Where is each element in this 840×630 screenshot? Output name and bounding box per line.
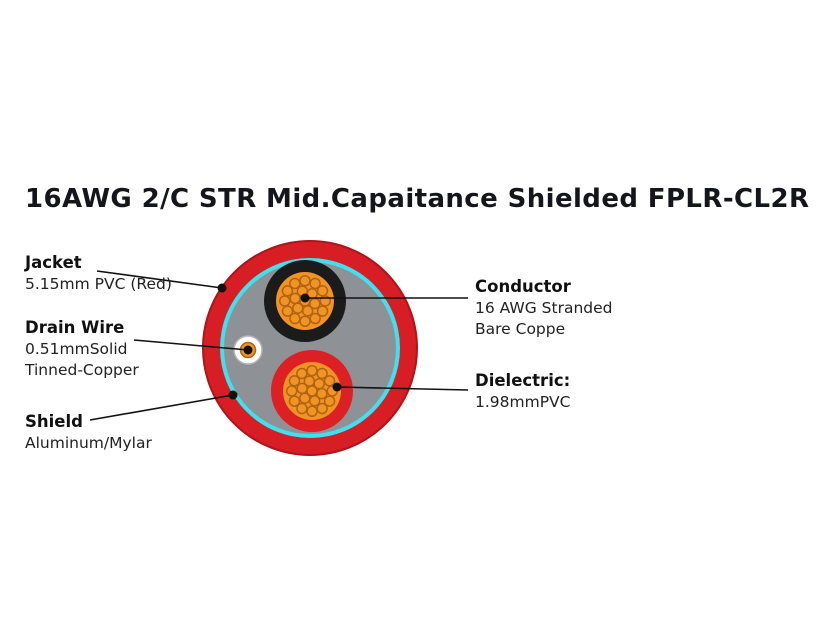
drain-wire-leader-line: [133, 339, 249, 351]
copper-strand: [316, 285, 329, 297]
copper-strand: [301, 305, 314, 317]
jacket-leader-line: [96, 270, 223, 289]
dielectric-label-heading: Dielectric:: [475, 371, 571, 390]
jacket-label-heading: Jacket: [25, 253, 82, 272]
copper-strand: [289, 292, 301, 305]
copper-strand: [323, 395, 336, 407]
copper-strand: [279, 295, 291, 307]
copper-strand: [281, 305, 294, 317]
copper-strand: [288, 395, 301, 407]
copper-strand: [309, 312, 321, 325]
copper-strand: [288, 375, 301, 387]
copper-strand: [313, 378, 325, 390]
copper-strand: [303, 375, 316, 387]
drain-wire-label: Drain Wire 0.51mmSolid Tinned-Copper: [25, 318, 139, 381]
copper-strand: [306, 405, 318, 417]
copper-strand: [306, 365, 318, 377]
conductor-label-detail: Bare Coppe: [475, 320, 566, 338]
conductor-label: Conductor 16 AWG Stranded Bare Coppe: [475, 277, 613, 340]
drain-wire-label-detail: 0.51mmSolid: [25, 339, 128, 358]
copper-strand: [299, 275, 311, 287]
page-title: 16AWG 2/C STR Mid.Capaitance Shielded FP…: [25, 184, 810, 214]
conductor-bottom-strands: [286, 365, 338, 417]
shield-leader-dot: [228, 390, 238, 400]
copper-strand: [316, 367, 328, 380]
copper-strand: [299, 315, 311, 327]
dielectric-leader-dot: [332, 382, 342, 392]
drain-wire-leader-dot: [243, 345, 253, 355]
copper-strand: [296, 382, 308, 395]
copper-strand: [286, 385, 298, 397]
copper-strand: [289, 277, 301, 290]
copper-strand: [308, 395, 321, 407]
jacket-label-detail: 5.15mm PVC (Red): [25, 274, 172, 293]
copper-strand: [309, 277, 321, 290]
copper-strand: [323, 375, 336, 387]
copper-strand: [316, 402, 328, 415]
conductor-label-heading: Conductor: [475, 277, 571, 296]
shield-leader-line: [89, 394, 234, 421]
shield-label-detail: Aluminum/Mylar: [25, 433, 152, 452]
copper-strand: [281, 285, 294, 297]
conductor-leader-dot: [300, 293, 310, 303]
dielectric-label-detail: 1.98mmPVC: [475, 392, 571, 411]
copper-strand: [289, 312, 301, 325]
dielectric-leader-line: [336, 386, 469, 391]
drain-wire-label-heading: Drain Wire: [25, 318, 125, 337]
copper-strand: [296, 367, 308, 380]
drain-wire-label-detail: Tinned-Copper: [25, 361, 139, 379]
jacket-label: Jacket 5.15mm PVC (Red): [25, 253, 172, 295]
jacket-leader-dot: [217, 283, 227, 293]
copper-strand: [292, 302, 304, 314]
shield-label: Shield Aluminum/Mylar: [25, 412, 152, 454]
copper-strand: [316, 305, 329, 317]
shield-label-heading: Shield: [25, 412, 83, 431]
dielectric-label: Dielectric: 1.98mmPVC: [475, 371, 570, 413]
copper-strand: [296, 402, 308, 415]
conductor-label-detail: 16 AWG Stranded: [475, 298, 613, 317]
copper-strand: [299, 392, 311, 404]
